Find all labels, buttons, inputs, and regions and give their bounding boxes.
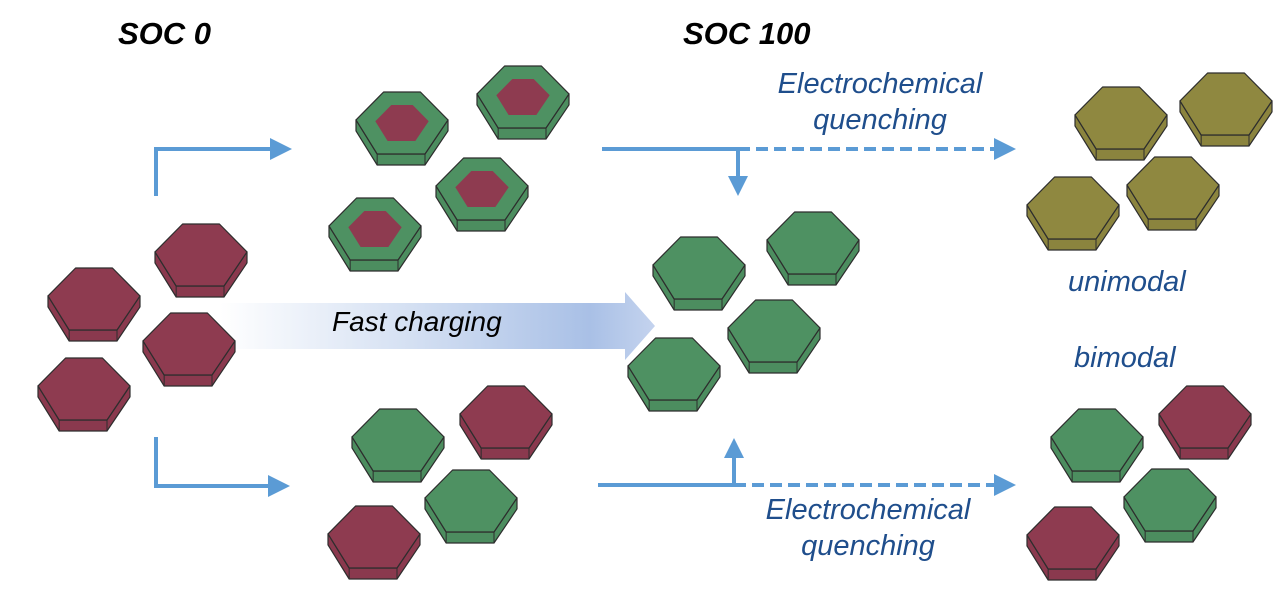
particle-core xyxy=(375,105,429,141)
particle-core xyxy=(455,171,509,207)
particle-lithiated xyxy=(351,408,445,483)
top-quenching-label: Electrochemical quenching xyxy=(745,66,1015,138)
particle-core-shell xyxy=(476,65,570,140)
particle-lithiated xyxy=(424,469,518,544)
lower-branch-arrowhead xyxy=(268,475,290,497)
particle-delithiated xyxy=(154,223,248,298)
bottom-quenching-line1: Electrochemical xyxy=(765,494,971,526)
bottom-up-arrowhead xyxy=(724,438,744,458)
particle-lithiated xyxy=(766,211,860,286)
particle-top xyxy=(1050,408,1144,472)
particle-top xyxy=(1026,506,1120,570)
particle-top xyxy=(37,357,131,421)
particle-top xyxy=(351,408,445,472)
particle-core xyxy=(348,211,402,247)
particle-lithiated xyxy=(652,236,746,311)
particle-top xyxy=(154,223,248,287)
soc100-label: SOC 100 xyxy=(683,16,811,51)
lower-branch-arrow xyxy=(154,437,270,488)
top-quenching-line2: quenching xyxy=(813,104,947,136)
particle-top xyxy=(459,385,553,449)
particle-core-shell xyxy=(355,91,449,166)
particle-intermediate xyxy=(1126,156,1220,231)
particle-core-shell xyxy=(328,197,422,272)
particle-top xyxy=(1126,156,1220,220)
particle-top xyxy=(1123,468,1217,532)
particle-delithiated xyxy=(1026,506,1120,581)
top-quenching-line1: Electrochemical xyxy=(777,68,983,100)
particle-intermediate xyxy=(1179,72,1273,147)
particle-delithiated xyxy=(459,385,553,460)
particle-core xyxy=(496,79,550,115)
bottom-quenching-line2: quenching xyxy=(801,530,935,562)
upper-branch-arrow xyxy=(154,147,272,196)
soc0-label: SOC 0 xyxy=(118,16,212,51)
particle-core-shell xyxy=(435,157,529,232)
particle-lithiated xyxy=(727,299,821,374)
particle-top xyxy=(727,299,821,363)
particle-intermediate xyxy=(1026,176,1120,251)
particle-top xyxy=(1179,72,1273,136)
bottom-quenching-label: Electrochemical quenching xyxy=(733,492,1003,564)
particle-top xyxy=(424,469,518,533)
top-path-arrowhead xyxy=(994,138,1016,160)
particle-lithiated xyxy=(1050,408,1144,483)
particles-layer xyxy=(37,65,1273,581)
fast-charging-arrow xyxy=(220,292,655,360)
particle-delithiated xyxy=(1158,385,1252,460)
particle-intermediate xyxy=(1074,86,1168,161)
particle-top xyxy=(652,236,746,300)
particle-delithiated xyxy=(47,267,141,342)
particle-top xyxy=(47,267,141,331)
particle-top xyxy=(1158,385,1252,449)
particle-delithiated xyxy=(142,312,236,387)
top-down-arrowhead xyxy=(728,176,748,196)
unimodal-label: unimodal xyxy=(1068,266,1186,298)
fast-charging-label: Fast charging xyxy=(332,306,502,337)
particle-lithiated xyxy=(1123,468,1217,543)
particle-top xyxy=(327,505,421,569)
upper-branch-arrowhead xyxy=(270,138,292,160)
particle-lithiated xyxy=(627,337,721,412)
particle-top xyxy=(1074,86,1168,150)
particle-top xyxy=(766,211,860,275)
bimodal-label: bimodal xyxy=(1074,342,1176,374)
particle-top xyxy=(1026,176,1120,240)
particle-delithiated xyxy=(37,357,131,432)
particle-delithiated xyxy=(327,505,421,580)
particle-top xyxy=(142,312,236,376)
particle-top xyxy=(627,337,721,401)
bottom-path-arrowhead xyxy=(994,474,1016,496)
